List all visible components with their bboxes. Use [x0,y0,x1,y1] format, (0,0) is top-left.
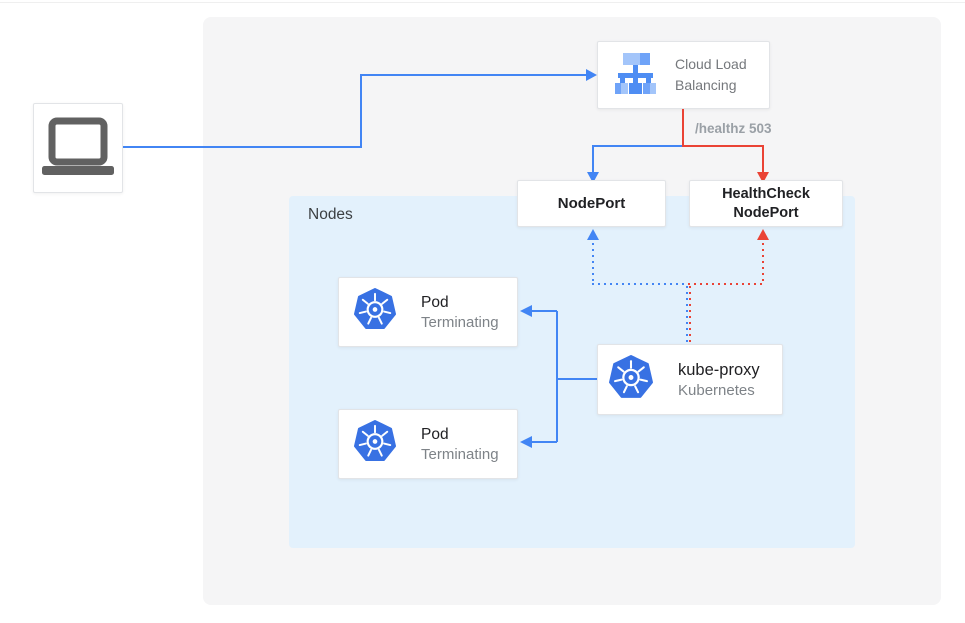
healthz-annotation: /healthz 503 [695,121,772,136]
healthcheck-nodeport-label: HealthCheck NodePort [722,185,810,221]
flow-branch-blue-v [592,145,594,173]
nodes-group-label: Nodes [308,206,353,223]
flow-branch-red-v [762,145,764,173]
pod-status: Terminating [421,313,499,331]
dotted-blue-h [592,283,688,285]
pod-node-1: Pod Terminating [338,277,518,347]
flow-pods-v [556,311,558,442]
flow-lb-down [682,109,684,147]
dotted-red-h [688,283,766,285]
arrowhead-into-pod1 [520,305,532,317]
kube-proxy-node: kube-proxy Kubernetes [597,344,783,415]
kube-proxy-subtitle: Kubernetes [678,381,755,399]
kubernetes-icon [608,354,654,405]
nodeport-node: NodePort [517,180,666,227]
cloud-load-balancing-label: Cloud Load Balancing [675,56,747,93]
laptop-icon [42,117,114,180]
flow-pod1-h [532,310,557,312]
nodeport-label: NodePort [557,195,626,212]
cloud-load-balancing-node: Cloud Load Balancing [597,41,770,109]
flow-client-to-lb-h2 [362,74,586,76]
dotted-red-v [762,243,764,285]
flow-client-to-lb-v [360,74,362,148]
flow-branch-red-h [682,145,764,147]
arrowhead-into-healthcheck [757,172,769,183]
arrowhead-into-nodeport [587,172,599,183]
pod-title: Pod [421,293,449,311]
cloud-load-balancing-icon [612,51,660,100]
arrowhead-into-lb [586,69,597,81]
flow-pod2-h [532,441,557,443]
kubernetes-icon [353,288,397,336]
arrowhead-into-pod2 [520,436,532,448]
dotted-stem-red [689,286,691,344]
flow-kubeproxy-stub [557,378,597,380]
kube-proxy-title: kube-proxy [678,360,760,379]
pod-status: Terminating [421,445,499,463]
client-node [33,103,123,193]
dotted-blue-v [592,243,594,285]
flow-client-to-lb-h [123,146,362,148]
arrowhead-dotted-into-nodeport [587,229,599,240]
dotted-stem-blue [686,286,688,344]
top-divider [0,2,965,3]
kubernetes-icon [353,420,397,468]
pod-title: Pod [421,425,449,443]
flow-branch-blue-h [592,145,682,147]
pod-node-2: Pod Terminating [338,409,518,479]
healthcheck-nodeport-node: HealthCheck NodePort [689,180,843,227]
arrowhead-dotted-into-healthcheck [757,229,769,240]
